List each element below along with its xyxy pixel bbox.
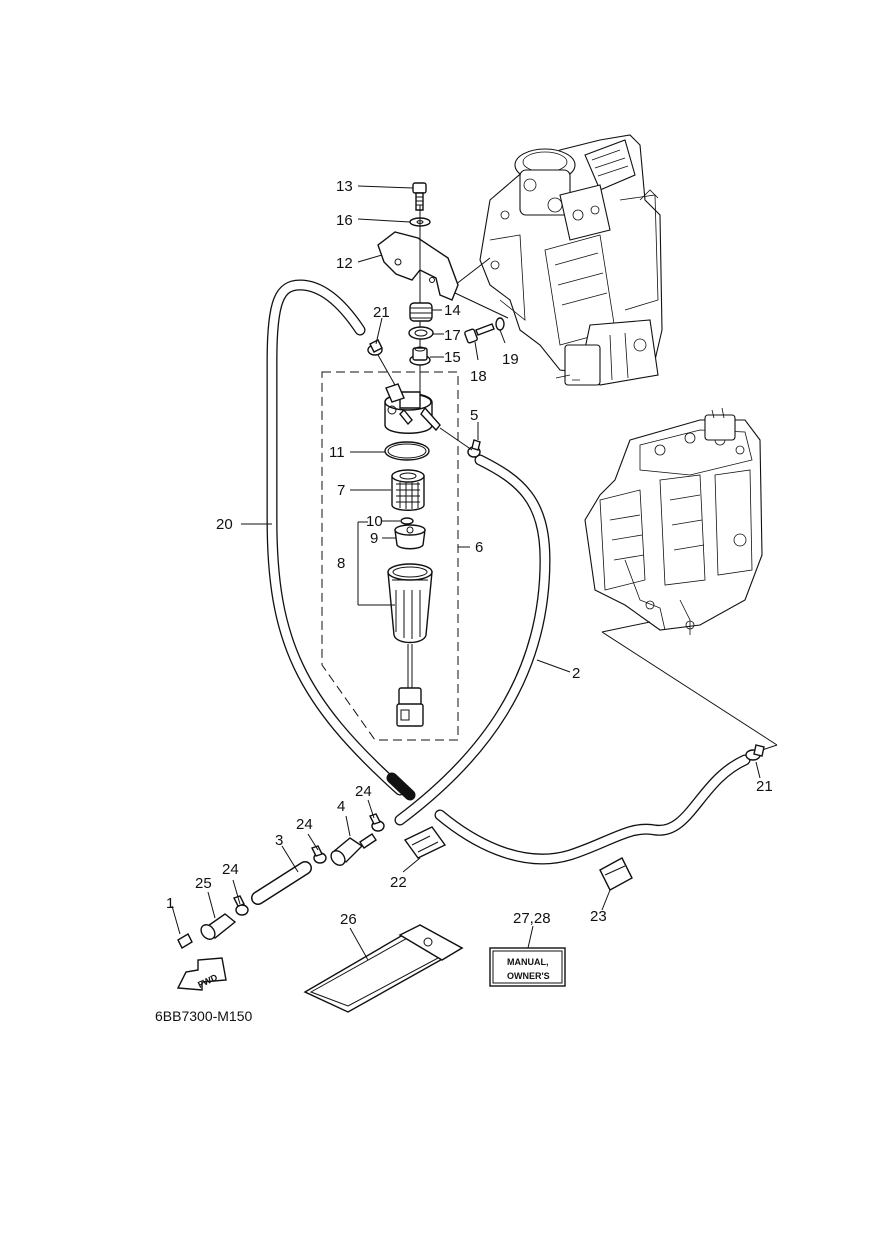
callout-18: 18 [470,368,487,385]
clamp-22 [403,826,447,859]
callout-11: 11 [329,444,345,461]
collar-17 [408,326,434,340]
callout-numbers: 13 16 12 14 17 15 18 19 21 5 11 7 10 9 6… [166,178,773,928]
grommet-14 [409,302,433,322]
clip-24-b [311,845,327,864]
joint-25 [200,913,237,940]
callout-23: 23 [590,908,607,925]
manual-label-line2: OWNER'S [507,971,550,981]
upper-engine-assembly-illustration [479,134,663,386]
filter-head [384,383,441,434]
callout-21-upper: 21 [373,304,390,321]
hose-20 [266,279,406,796]
owners-manual-27-28: MANUAL, OWNER'S [489,947,566,987]
bolt-18 [464,323,495,344]
callout-24-b: 24 [296,816,313,833]
tool-bag-26 [303,924,464,1013]
hose-2 [394,454,551,826]
clip-21-lower [745,744,765,761]
filter-cup-8 [387,563,433,727]
callout-10: 10 [366,513,383,530]
fwd-arrow-icon: FWD [176,957,227,991]
leader-line [761,744,778,751]
callout-17: 17 [444,327,461,344]
callout-2: 2 [572,665,580,682]
callout-19: 19 [502,351,519,368]
leader-line [454,292,509,319]
joint-4 [330,833,377,866]
clamp-23 [599,857,633,891]
leader-line [601,621,651,633]
callout-8: 8 [337,555,345,572]
callout-4: 4 [337,798,345,815]
callout-9: 9 [370,530,378,547]
float-9 [394,524,426,550]
leader-line [601,631,778,746]
callout-15: 15 [444,349,461,366]
filter-element-7 [391,469,425,511]
callout-7: 7 [337,482,345,499]
callout-14: 14 [444,302,461,319]
o-ring-10 [400,517,414,525]
bracket-12 [377,231,459,301]
callout-22: 22 [390,874,407,891]
callout-6: 6 [475,539,483,556]
callout-16: 16 [336,212,353,229]
callout-1: 1 [166,895,174,912]
collar-15 [409,346,431,366]
lower-engine-assembly-illustration [584,407,763,635]
washer-19 [495,317,505,331]
diagram-code: 6BB7300-M150 [155,1008,253,1024]
clip-21-upper [367,339,383,356]
clip-24-a [369,813,385,832]
leader-line [454,257,491,286]
callout-25: 25 [195,875,212,892]
bolt-13 [412,182,427,211]
clip-24-c [233,895,249,916]
manual-label-line1: MANUAL, [507,957,549,967]
callout-21-lower: 21 [756,778,773,795]
o-ring-11 [384,441,430,461]
callout-20: 20 [216,516,233,533]
hose-to-fuel-pump [434,754,751,865]
callout-24-c: 24 [222,861,239,878]
callout-12: 12 [336,255,353,272]
hose-3 [251,861,312,905]
callout-leaders [171,185,761,961]
callout-3: 3 [275,832,283,849]
callout-27-28: 27,28 [513,910,551,927]
plug-1 [177,933,193,949]
callout-13: 13 [336,178,353,195]
callout-24-a: 24 [355,783,372,800]
filter-assembly-boundary [321,371,459,741]
callout-26: 26 [340,911,357,928]
callout-5: 5 [470,407,478,424]
